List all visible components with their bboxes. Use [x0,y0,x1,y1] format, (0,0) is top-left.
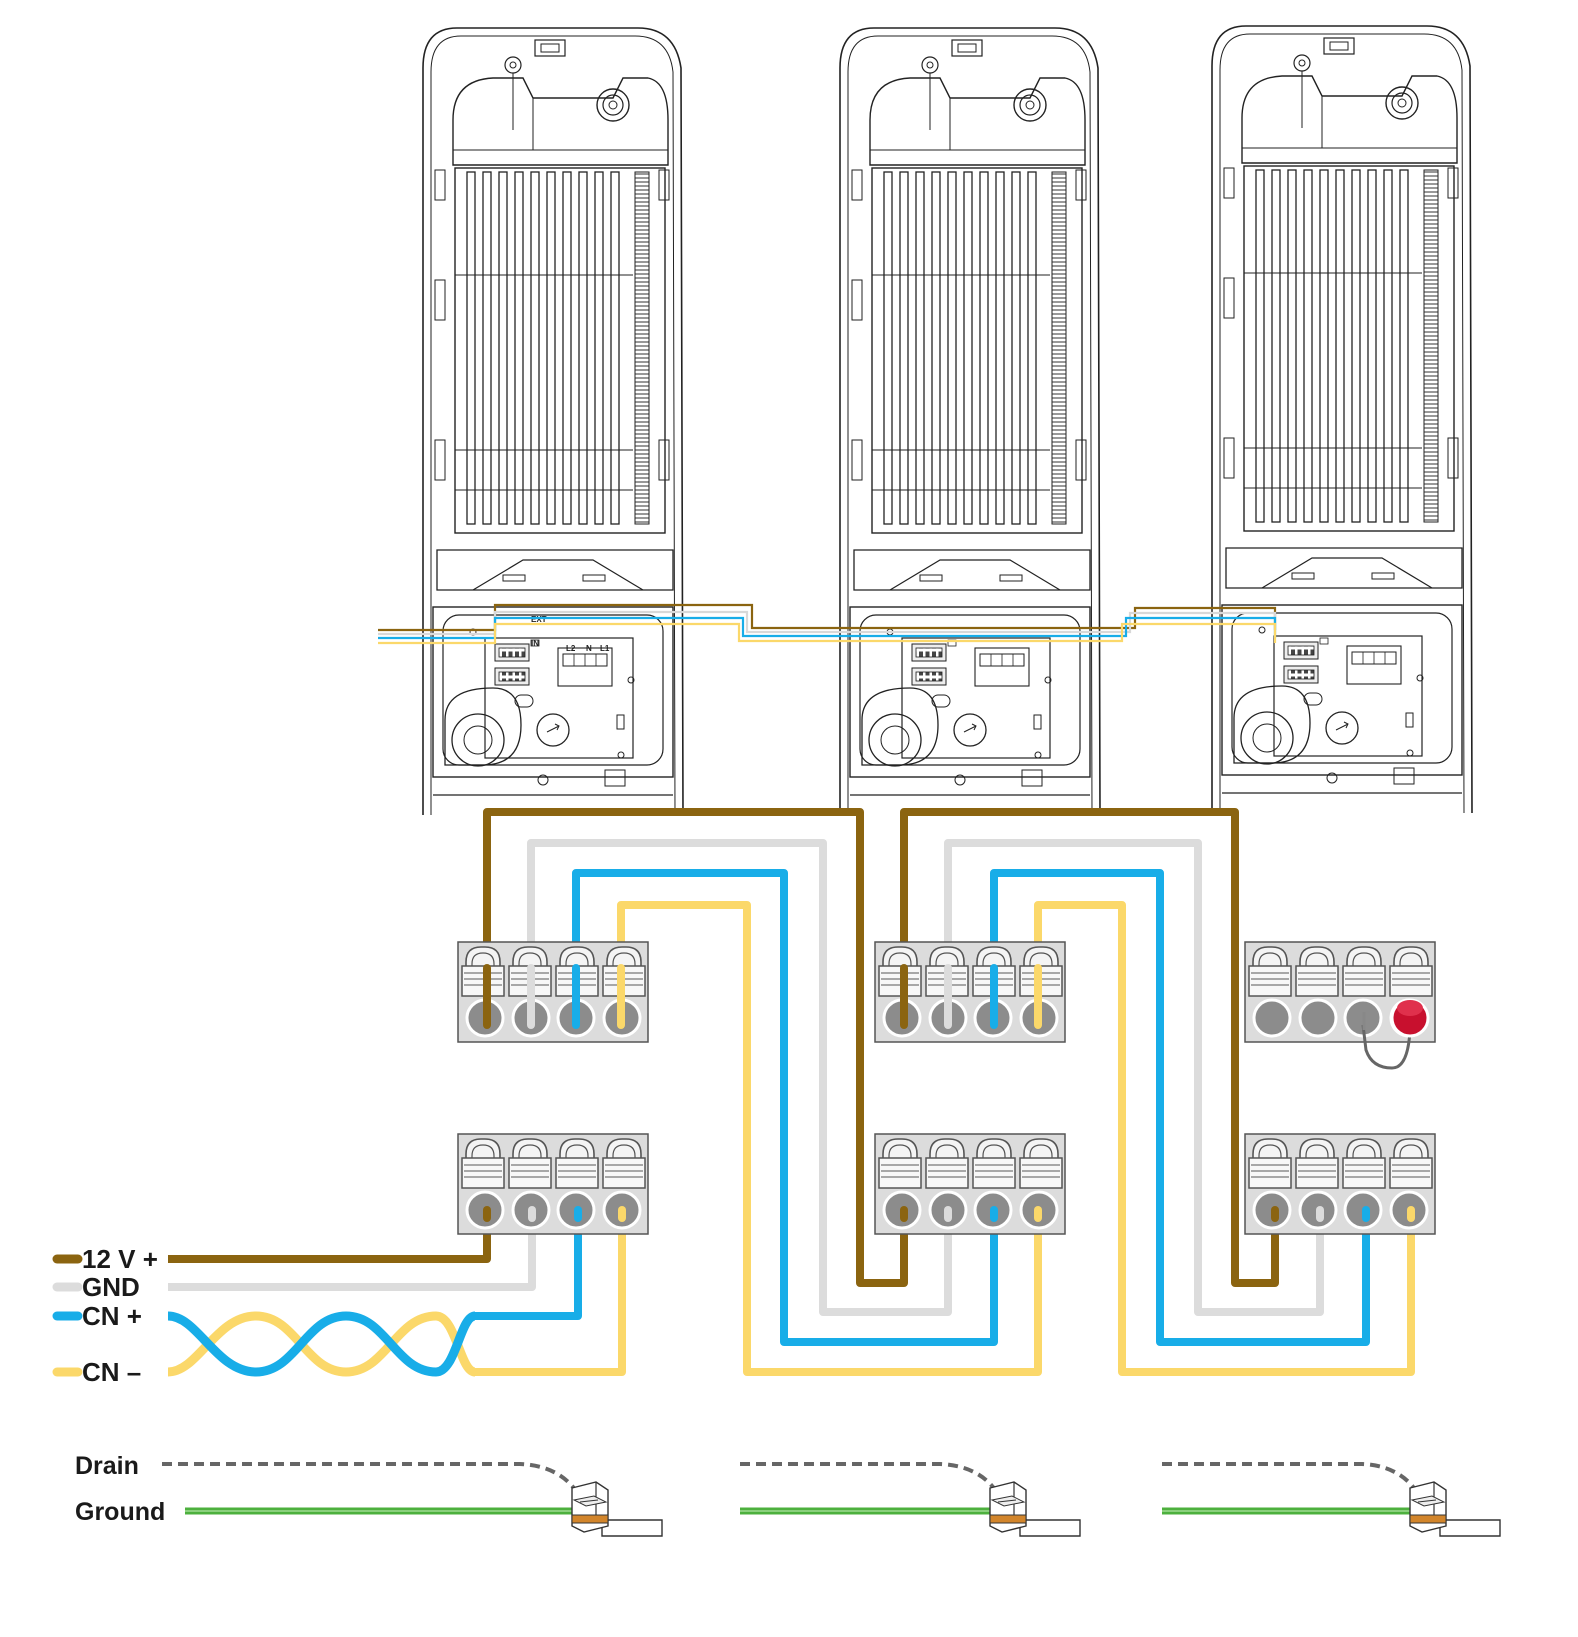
l2-label: L2 [566,644,576,653]
heater-unit-2 [839,27,1101,816]
legend-12v: 12 V + [82,1244,158,1274]
unit-terminal-labels: EXT IN L2 N L1 [531,615,610,653]
legend-drain: Drain [75,1452,139,1480]
legend-cn-plus: CN + [82,1301,142,1331]
ext-label: EXT [531,615,547,624]
twisted-cnminus [167,1311,477,1377]
legend-ground: Ground [75,1498,165,1526]
ground-clamp-2 [989,1481,1081,1537]
ground-clamp-1 [571,1481,663,1537]
unit-bus-wires [378,603,1277,645]
wire-legend: 12 V + GND CN + CN – [52,1244,158,1387]
ground-clamp-3 [1409,1481,1501,1537]
heater-unit-3 [1211,25,1473,814]
end-of-line-terminator [1361,998,1430,1070]
wire-cnminus-in [475,1203,626,1376]
l1-label: L1 [600,644,610,653]
wire-ends [483,964,1415,1222]
n-label: N [586,644,592,653]
wire-cnplus-in [475,1203,582,1320]
twisted-cnplus [167,1311,477,1377]
legend-cn-minus: CN – [82,1357,141,1387]
shield-legend: Drain Ground [75,1452,165,1526]
ground-wires [162,1462,1432,1515]
wire-12v-in [168,1203,491,1263]
legend-gnd: GND [82,1272,140,1302]
heater-unit-1 [422,27,684,816]
wiring-bundle [167,808,1415,1377]
in-label: IN [531,639,539,648]
